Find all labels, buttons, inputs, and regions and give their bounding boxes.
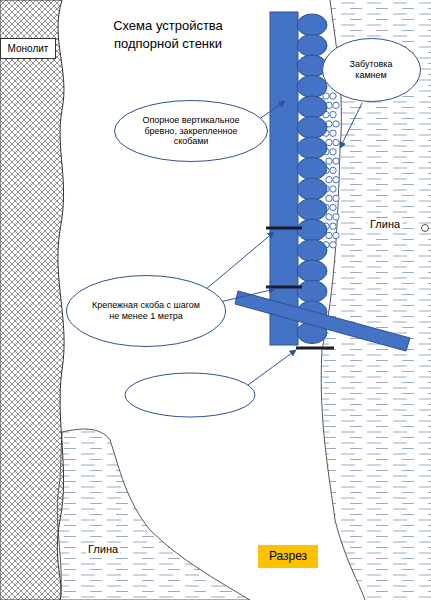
log-end [297, 117, 327, 139]
log-end [297, 14, 327, 36]
leader-line [205, 232, 274, 290]
stone [330, 111, 336, 117]
stone [326, 195, 332, 201]
node-text: Забутовка камнем [337, 59, 405, 81]
stone [326, 177, 332, 183]
soil-label: Глина [368, 218, 402, 230]
node-text: Монолит [8, 43, 49, 55]
log-end [297, 281, 327, 303]
soil-label: Глина [86, 543, 120, 555]
bracket [296, 347, 334, 350]
log-end [297, 158, 327, 180]
log-end [297, 178, 327, 200]
stone [330, 204, 336, 210]
diagram-title: Схема устройства подпорной стенки [80, 14, 256, 55]
bracket [266, 227, 302, 230]
log-end [297, 199, 327, 221]
callout-ellipse: Крепежная скоба с шагом не менее 1 метра [66, 275, 226, 347]
blank-callout [125, 373, 255, 417]
log-end [297, 76, 327, 98]
stone [326, 158, 332, 164]
log-end [297, 96, 327, 118]
section-tag: Разрез [258, 545, 318, 568]
clay-bottom-left [57, 429, 250, 600]
node-text: Опорное вертикальное бревно, закрепленно… [137, 115, 245, 147]
diagonal-brace [235, 291, 410, 351]
vertical-log [270, 12, 298, 345]
stone [330, 242, 336, 248]
ellipse-shape [67, 276, 226, 347]
log-end [297, 219, 327, 241]
log-end [297, 35, 327, 57]
stone [330, 223, 336, 229]
rect-shape [259, 546, 318, 568]
stone [330, 167, 336, 173]
monolith-rock [0, 0, 64, 600]
stone [330, 186, 336, 192]
log-end [297, 137, 327, 159]
leader-line [220, 289, 275, 302]
node-text: Разрез [269, 549, 307, 563]
stone [330, 130, 336, 136]
stone [333, 139, 339, 145]
stone [333, 121, 339, 127]
log-end [297, 260, 327, 282]
callout-ellipse: Опорное вертикальное бревно, закрепленно… [114, 100, 268, 162]
stone [333, 102, 339, 108]
ellipse-shape [115, 101, 268, 162]
stone [330, 93, 336, 99]
stone [326, 214, 332, 220]
monolith-box: Монолит [0, 38, 56, 59]
leader-line [340, 103, 362, 148]
stone [333, 214, 339, 220]
ellipse-shape [322, 39, 420, 102]
clay-right [321, 0, 431, 600]
stone [333, 232, 339, 238]
bracket [266, 286, 302, 289]
leader-line [258, 101, 285, 120]
node-text: Крепежная скоба с шагом не менее 1 метра [90, 300, 202, 322]
callout-ellipse: Забутовка камнем [322, 38, 421, 102]
edge-mark [422, 225, 429, 232]
stone [333, 177, 339, 183]
leader-line [248, 350, 296, 385]
log-end [297, 240, 327, 262]
stone [330, 149, 336, 155]
stone [333, 158, 339, 164]
stone [333, 195, 339, 201]
rect-shape [1, 39, 56, 59]
